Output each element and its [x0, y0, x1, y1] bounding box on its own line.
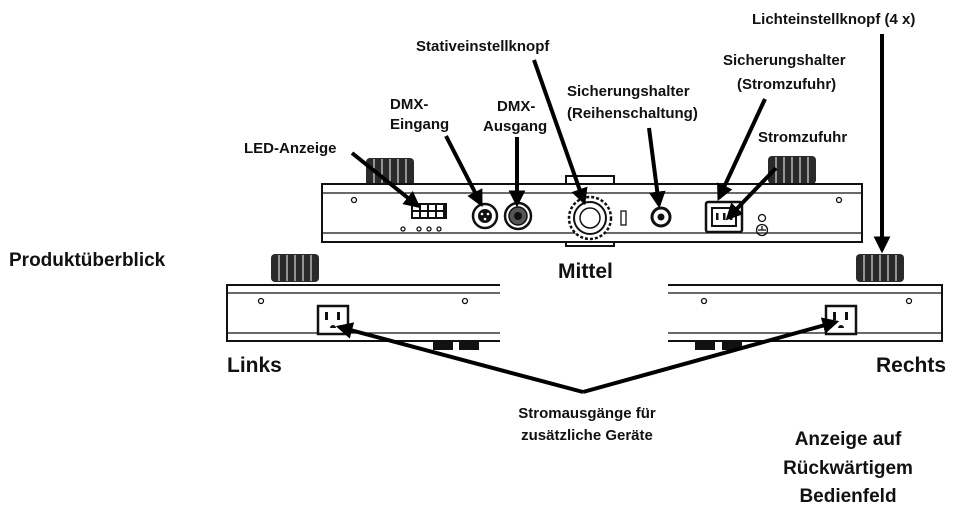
adjustment-knob-icon: [271, 254, 319, 282]
label-rear-2: Rückwärtigem: [783, 458, 913, 479]
arrow-fuse-power: [717, 98, 767, 202]
label-dmx-out-2: Ausgang: [483, 118, 547, 135]
arrow-led-display: [350, 151, 421, 209]
label-fuse-power-1: Sicherungshalter: [723, 52, 846, 69]
adjustment-knob-icon: [768, 156, 816, 184]
label-fuse-series-2: (Reihenschaltung): [567, 105, 698, 122]
label-middle: Mittel: [558, 260, 613, 283]
label-overview: Produktüberblick: [9, 250, 166, 271]
adjustment-knob-icon: [856, 254, 904, 282]
label-fuse-power-2: (Stromzufuhr): [737, 76, 836, 93]
label-outputs-2: zusätzliche Geräte: [521, 427, 653, 444]
xlr-connector-icon: [471, 202, 499, 230]
arrow-fuse-series: [647, 127, 666, 209]
label-dmx-out-1: DMX-: [497, 98, 535, 115]
right-unit: [668, 254, 943, 350]
arrow-stand-knob: [532, 59, 588, 206]
label-right: Rechts: [876, 354, 946, 377]
label-power-input: Stromzufuhr: [758, 129, 847, 146]
power-outlet-icon: [824, 304, 858, 336]
fuse-holder-icon: [650, 206, 672, 228]
left-unit: [226, 254, 500, 350]
arrow-output-left: [335, 322, 584, 394]
label-light-knob: Lichteinstellknopf (4 x): [752, 11, 915, 28]
label-rear-1: Anzeige auf: [795, 429, 902, 450]
xlr-connector-icon: [503, 201, 533, 231]
label-outputs-1: Stromausgänge für: [518, 405, 656, 422]
label-fuse-series-1: Sicherungshalter: [567, 83, 690, 100]
labels: Produktüberblick LED-Anzeige DMX- Eingan…: [9, 11, 946, 507]
arrow-dmx-in: [444, 135, 483, 207]
label-dmx-in-1: DMX-: [390, 96, 428, 113]
center-unit: [321, 156, 863, 247]
arrow-output-right: [582, 317, 840, 394]
label-dmx-in-2: Eingang: [390, 116, 449, 133]
label-led-display: LED-Anzeige: [244, 140, 337, 157]
ground-symbol-icon: [755, 213, 769, 237]
label-rear-3: Bedienfeld: [799, 486, 896, 507]
callout-arrows: [335, 34, 891, 394]
stand-adjustment-knob: [567, 195, 613, 241]
label-left: Links: [227, 354, 282, 377]
label-stand-knob: Stativeinstellknopf: [416, 38, 550, 55]
arrow-power-input: [725, 166, 778, 221]
